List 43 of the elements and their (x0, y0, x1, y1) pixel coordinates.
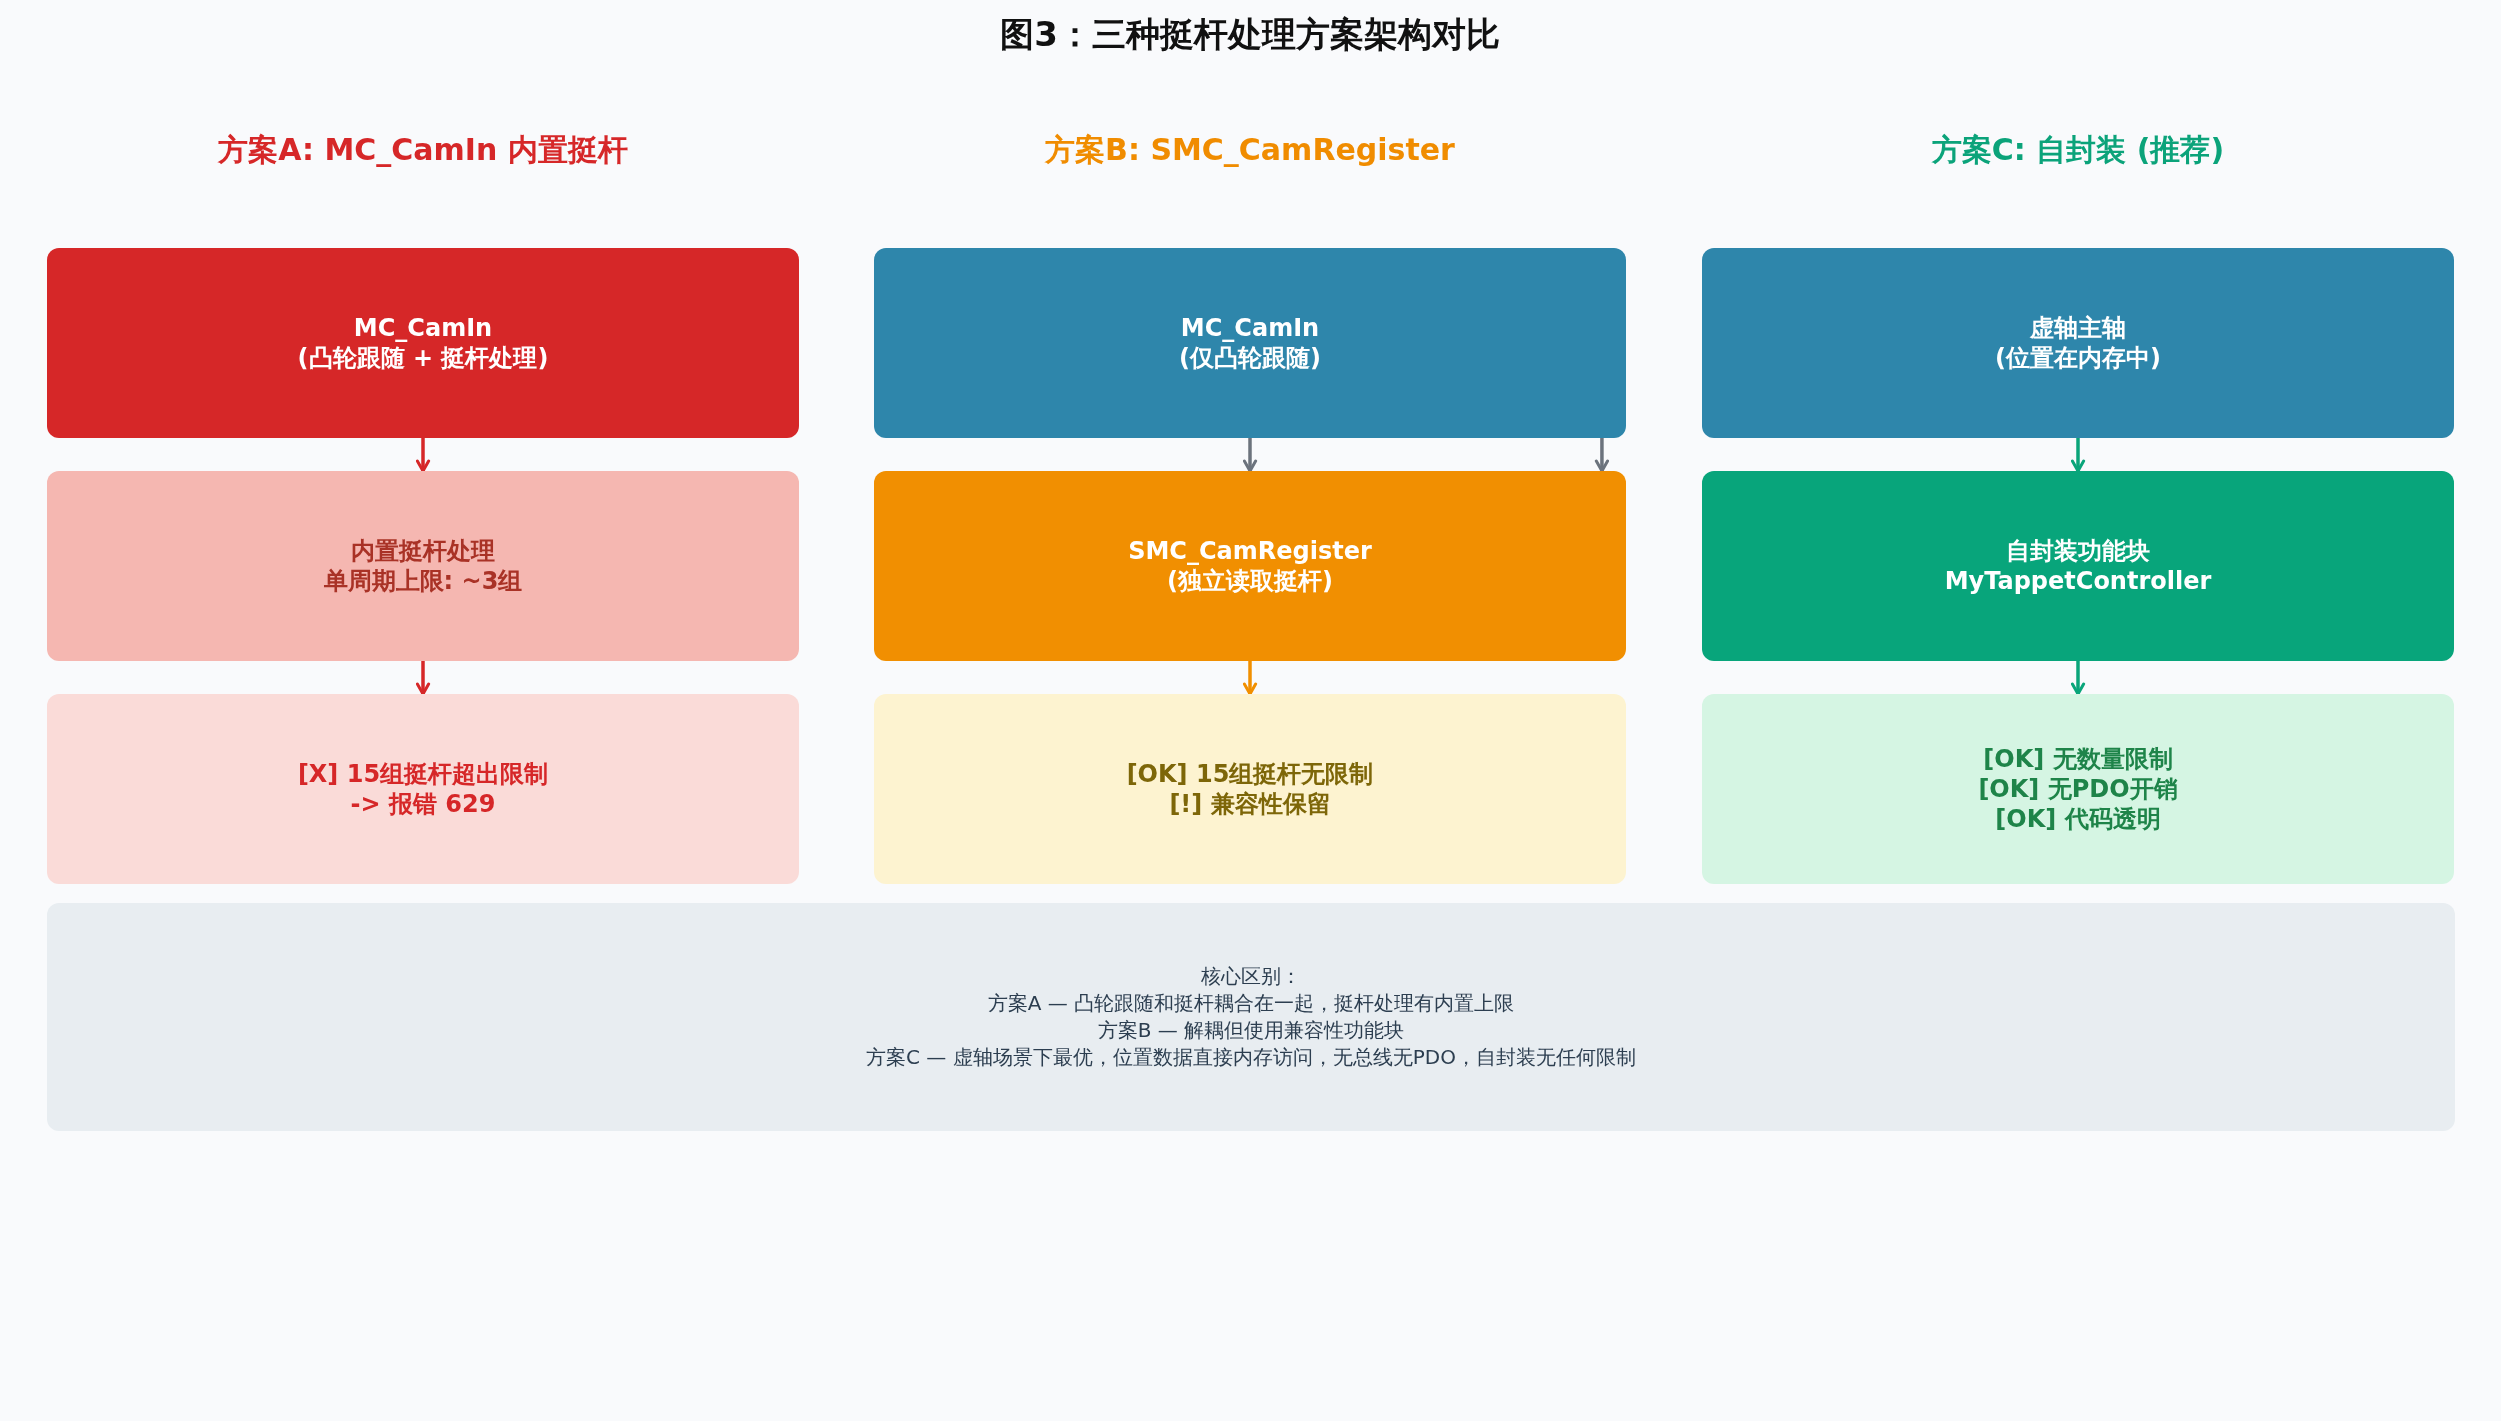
block-label: (仅凸轮跟随) (1179, 343, 1321, 373)
note-heading: 核心区别： (1201, 963, 1301, 990)
block-label: 内置挺杆处理 (351, 536, 495, 566)
result-text: -> 报错 629 (350, 789, 496, 819)
arrow (415, 659, 431, 696)
block-label: MyTappetController (1944, 566, 2212, 596)
result-text: [OK] 无数量限制 (1983, 744, 2173, 774)
result-text: [OK] 15组挺杆无限制 (1126, 759, 1374, 789)
arrow (415, 436, 431, 473)
note-text: 方案C — 虚轴场景下最优，位置数据直接内存访问，无总线无PDO，自封装无任何限制 (866, 1044, 1636, 1071)
arrow (1242, 659, 1258, 696)
function-block-box (874, 248, 1626, 438)
arrow (2070, 436, 2086, 473)
note-text: 方案A — 凸轮跟随和挺杆耦合在一起，挺杆处理有内置上限 (987, 990, 1515, 1017)
block-label: MC_CamIn (1180, 313, 1320, 343)
process-box (47, 471, 799, 661)
block-label: (凸轮跟随 + 挺杆处理) (297, 343, 549, 373)
result-text: [X] 15组挺杆超出限制 (297, 759, 549, 789)
column-heading: 方案A: MC_CamIn 内置挺杆 (218, 131, 628, 169)
block-label: MC_CamIn (353, 313, 493, 343)
column-heading: 方案C: 自封装 (推荐) (1931, 131, 2225, 169)
result-text: [OK] 无PDO开销 (1978, 774, 2178, 804)
arrow (1594, 436, 1610, 473)
block-label: SMC_CamRegister (1128, 536, 1372, 566)
function-block-box (874, 471, 1626, 661)
column-heading: 方案B: SMC_CamRegister (1045, 131, 1455, 169)
function-block-box (47, 248, 799, 438)
block-label: 自封装功能块 (2006, 536, 2150, 566)
block-label: 单周期上限: ~3组 (323, 566, 523, 596)
function-block-box (1702, 471, 2454, 661)
arrow (1242, 436, 1258, 473)
result-box (47, 694, 799, 884)
block-label: (独立读取挺杆) (1167, 566, 1333, 596)
diagram-title: 图3：三种挺杆处理方案架构对比 (1000, 13, 1500, 56)
arrow (2070, 659, 2086, 696)
result-text: [OK] 代码透明 (1995, 804, 2161, 834)
result-text: [!] 兼容性保留 (1169, 789, 1331, 819)
result-box (874, 694, 1626, 884)
axis-box (1702, 248, 2454, 438)
result-box (1702, 694, 2454, 884)
note-text: 方案B — 解耦但使用兼容性功能块 (1097, 1017, 1405, 1044)
block-label: (位置在内存中) (1995, 343, 2161, 373)
block-label: 虚轴主轴 (2030, 313, 2126, 343)
